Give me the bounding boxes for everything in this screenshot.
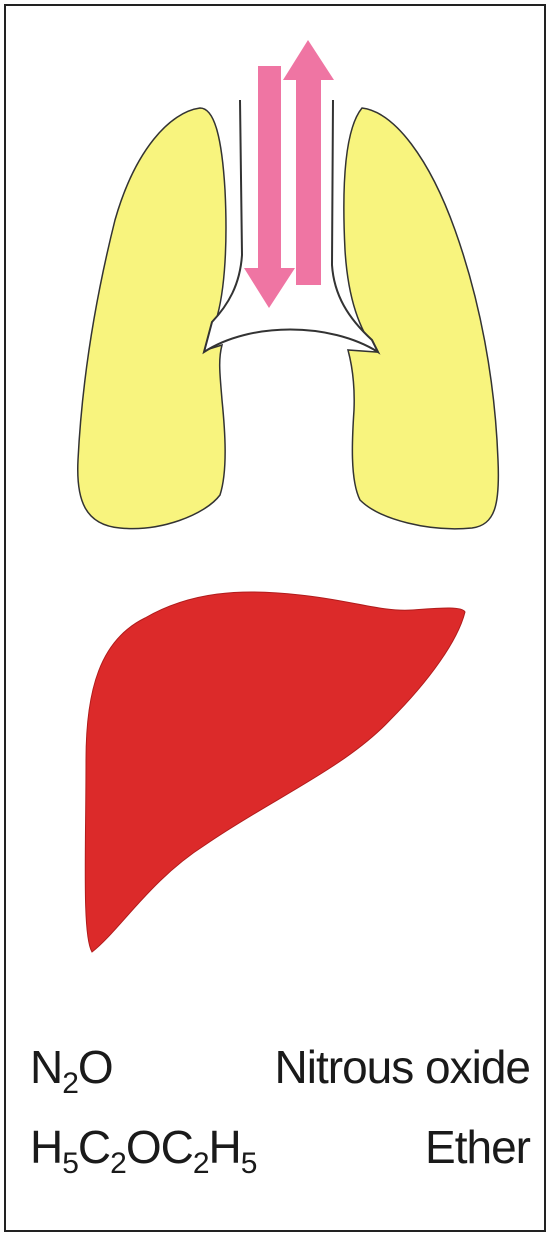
liver-icon [85,592,465,952]
formula-symbol: OC [126,1121,193,1173]
left-lung-icon [78,108,226,529]
formula-symbol: C [78,1121,110,1173]
formula-n2o: N2O [30,1032,113,1102]
formula-symbol: N [30,1041,62,1093]
compound-name: Nitrous oxide [275,1032,530,1102]
formula-subscript: 5 [62,1147,78,1180]
formula-subscript: 2 [110,1147,126,1180]
formula-symbol: O [78,1041,113,1093]
formula-subscript: 5 [241,1147,257,1180]
legend-row-ether: H5C2OC2H5 Ether [30,1112,530,1182]
legend-row-nitrous-oxide: N2O Nitrous oxide [30,1032,530,1102]
compound-name: Ether [425,1112,530,1182]
formula-ether: H5C2OC2H5 [30,1112,256,1182]
right-lung-icon [344,108,499,529]
formula-subscript: 2 [62,1067,78,1100]
formula-subscript: 2 [193,1147,209,1180]
formula-symbol: H [209,1121,241,1173]
formula-symbol: H [30,1121,62,1173]
